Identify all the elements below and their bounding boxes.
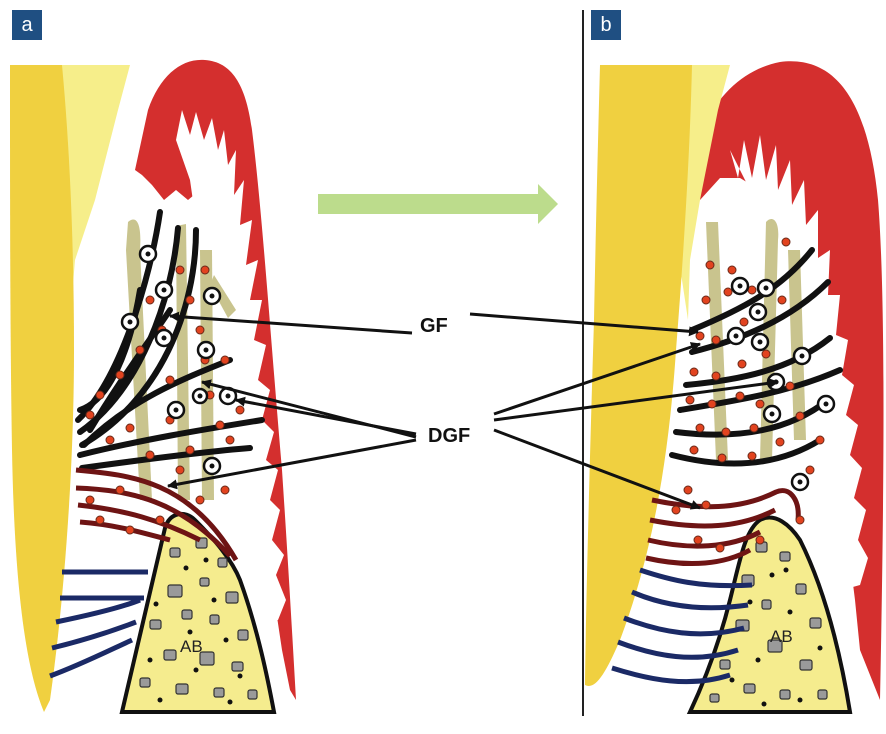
ab-label-b: AB bbox=[770, 627, 793, 646]
tooth-a-root bbox=[10, 65, 74, 712]
transition-arrow bbox=[318, 184, 558, 224]
dgf-label: DGF bbox=[428, 425, 470, 447]
panel-a: AB bbox=[10, 60, 296, 712]
gf-label: GF bbox=[420, 315, 448, 337]
ab-label-a: AB bbox=[180, 637, 203, 656]
